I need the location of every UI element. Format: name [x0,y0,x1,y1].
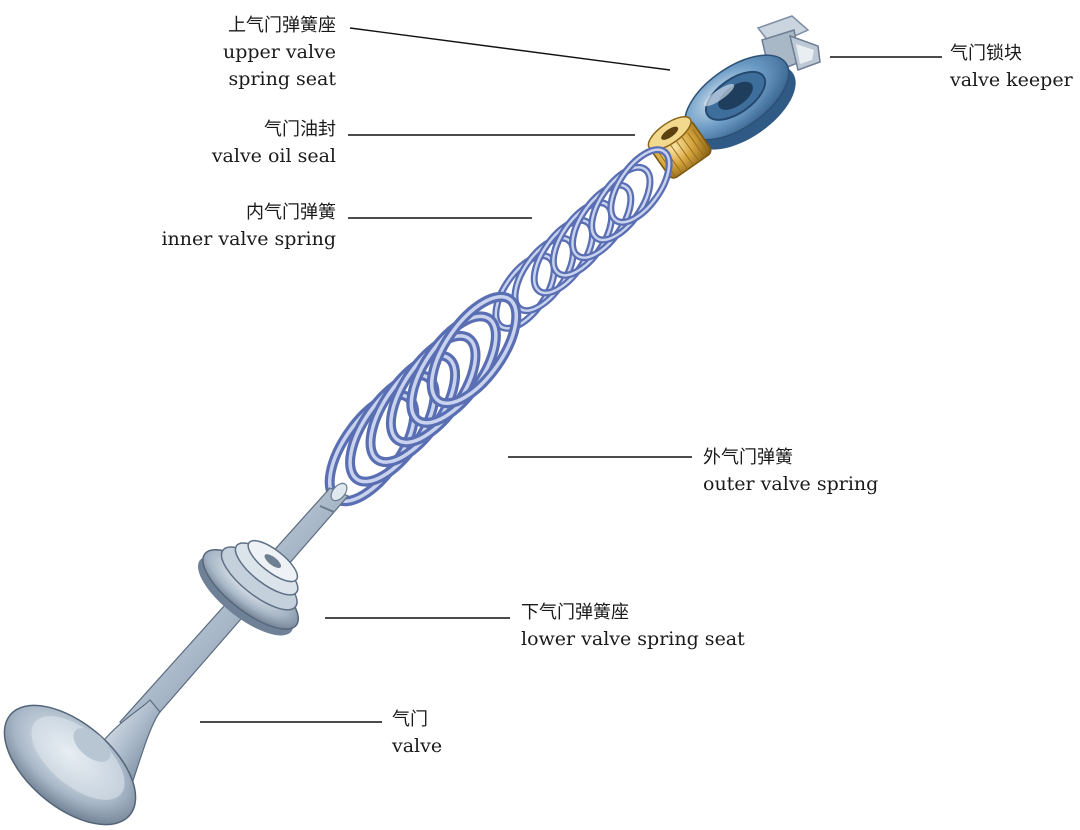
label-outer-spring-en: outer valve spring [703,473,879,495]
label-keeper-en: valve keeper [950,69,1073,91]
spring-coil-highlight [609,148,671,224]
label-lower-seat-en: lower valve spring seat [521,628,745,650]
label-lower-valve-spring-seat: 下气门弹簧座 lower valve spring seat [521,599,745,653]
label-keeper-cn: 气门锁块 [950,43,1022,64]
leader-upper-seat [349,27,671,71]
label-upper-seat-en2: spring seat [228,68,336,90]
label-valve-oil-seal: 气门油封 valve oil seal [180,116,336,170]
upper-spring-seat-icon [683,54,796,150]
label-outer-valve-spring: 外气门弹簧 outer valve spring [703,444,878,498]
label-oil-seal-cn: 气门油封 [264,119,336,140]
inner-valve-spring-icon [492,146,673,332]
label-upper-seat-en1: upper valve [222,41,336,63]
label-upper-valve-spring-seat: 上气门弹簧座 upper valve spring seat [180,12,336,93]
spring-coil-highlight [429,294,519,406]
label-valve-keeper: 气门锁块 valve keeper [950,40,1073,94]
label-upper-seat-cn: 上气门弹簧座 [228,15,336,36]
outer-valve-spring-icon [324,291,522,507]
label-valve-en: valve [392,735,443,757]
label-valve: 气门 valve [392,706,442,760]
label-valve-cn: 气门 [392,709,428,730]
valve-icon [3,482,349,826]
label-inner-spring-cn: 内气门弹簧 [246,202,336,223]
leader-lines [200,27,942,723]
label-outer-spring-cn: 外气门弹簧 [703,447,793,468]
label-inner-valve-spring: 内气门弹簧 inner valve spring [140,199,336,253]
lower-spring-seat-icon [198,539,300,636]
label-oil-seal-en: valve oil seal [211,145,336,167]
label-lower-seat-cn: 下气门弹簧座 [521,602,629,623]
label-inner-spring-en: inner valve spring [161,228,336,250]
